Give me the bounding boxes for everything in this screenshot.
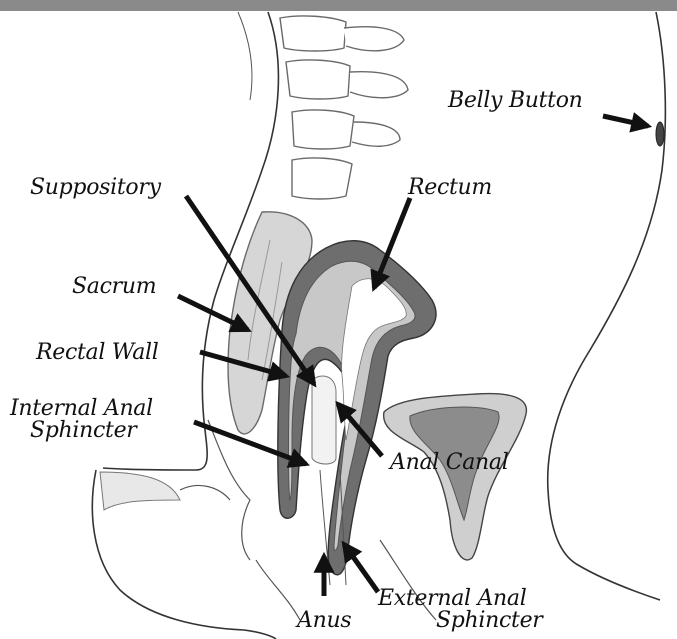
belly-button-mark xyxy=(656,122,664,146)
arrow-belly-button xyxy=(603,116,648,126)
label-sacrum: Sacrum xyxy=(72,276,156,298)
label-suppository: Suppository xyxy=(30,177,161,199)
inner-back-outline xyxy=(238,12,252,100)
label-external-anal: External Anal xyxy=(378,588,526,610)
label-rectal-wall: Rectal Wall xyxy=(36,342,158,364)
arrow-external-anal xyxy=(344,544,378,592)
label-external-anal-sphincter: Sphincter xyxy=(436,610,543,632)
label-belly-button: Belly Button xyxy=(448,90,583,112)
label-internal-anal-sphincter: Sphincter xyxy=(30,420,137,442)
label-anal-canal: Anal Canal xyxy=(390,452,508,474)
label-anus: Anus xyxy=(297,610,351,632)
label-rectum: Rectum xyxy=(408,177,492,199)
suppository-object xyxy=(312,376,336,464)
buttock-shade xyxy=(100,472,180,510)
label-internal-anal: Internal Anal xyxy=(10,398,153,420)
spine xyxy=(280,16,408,199)
